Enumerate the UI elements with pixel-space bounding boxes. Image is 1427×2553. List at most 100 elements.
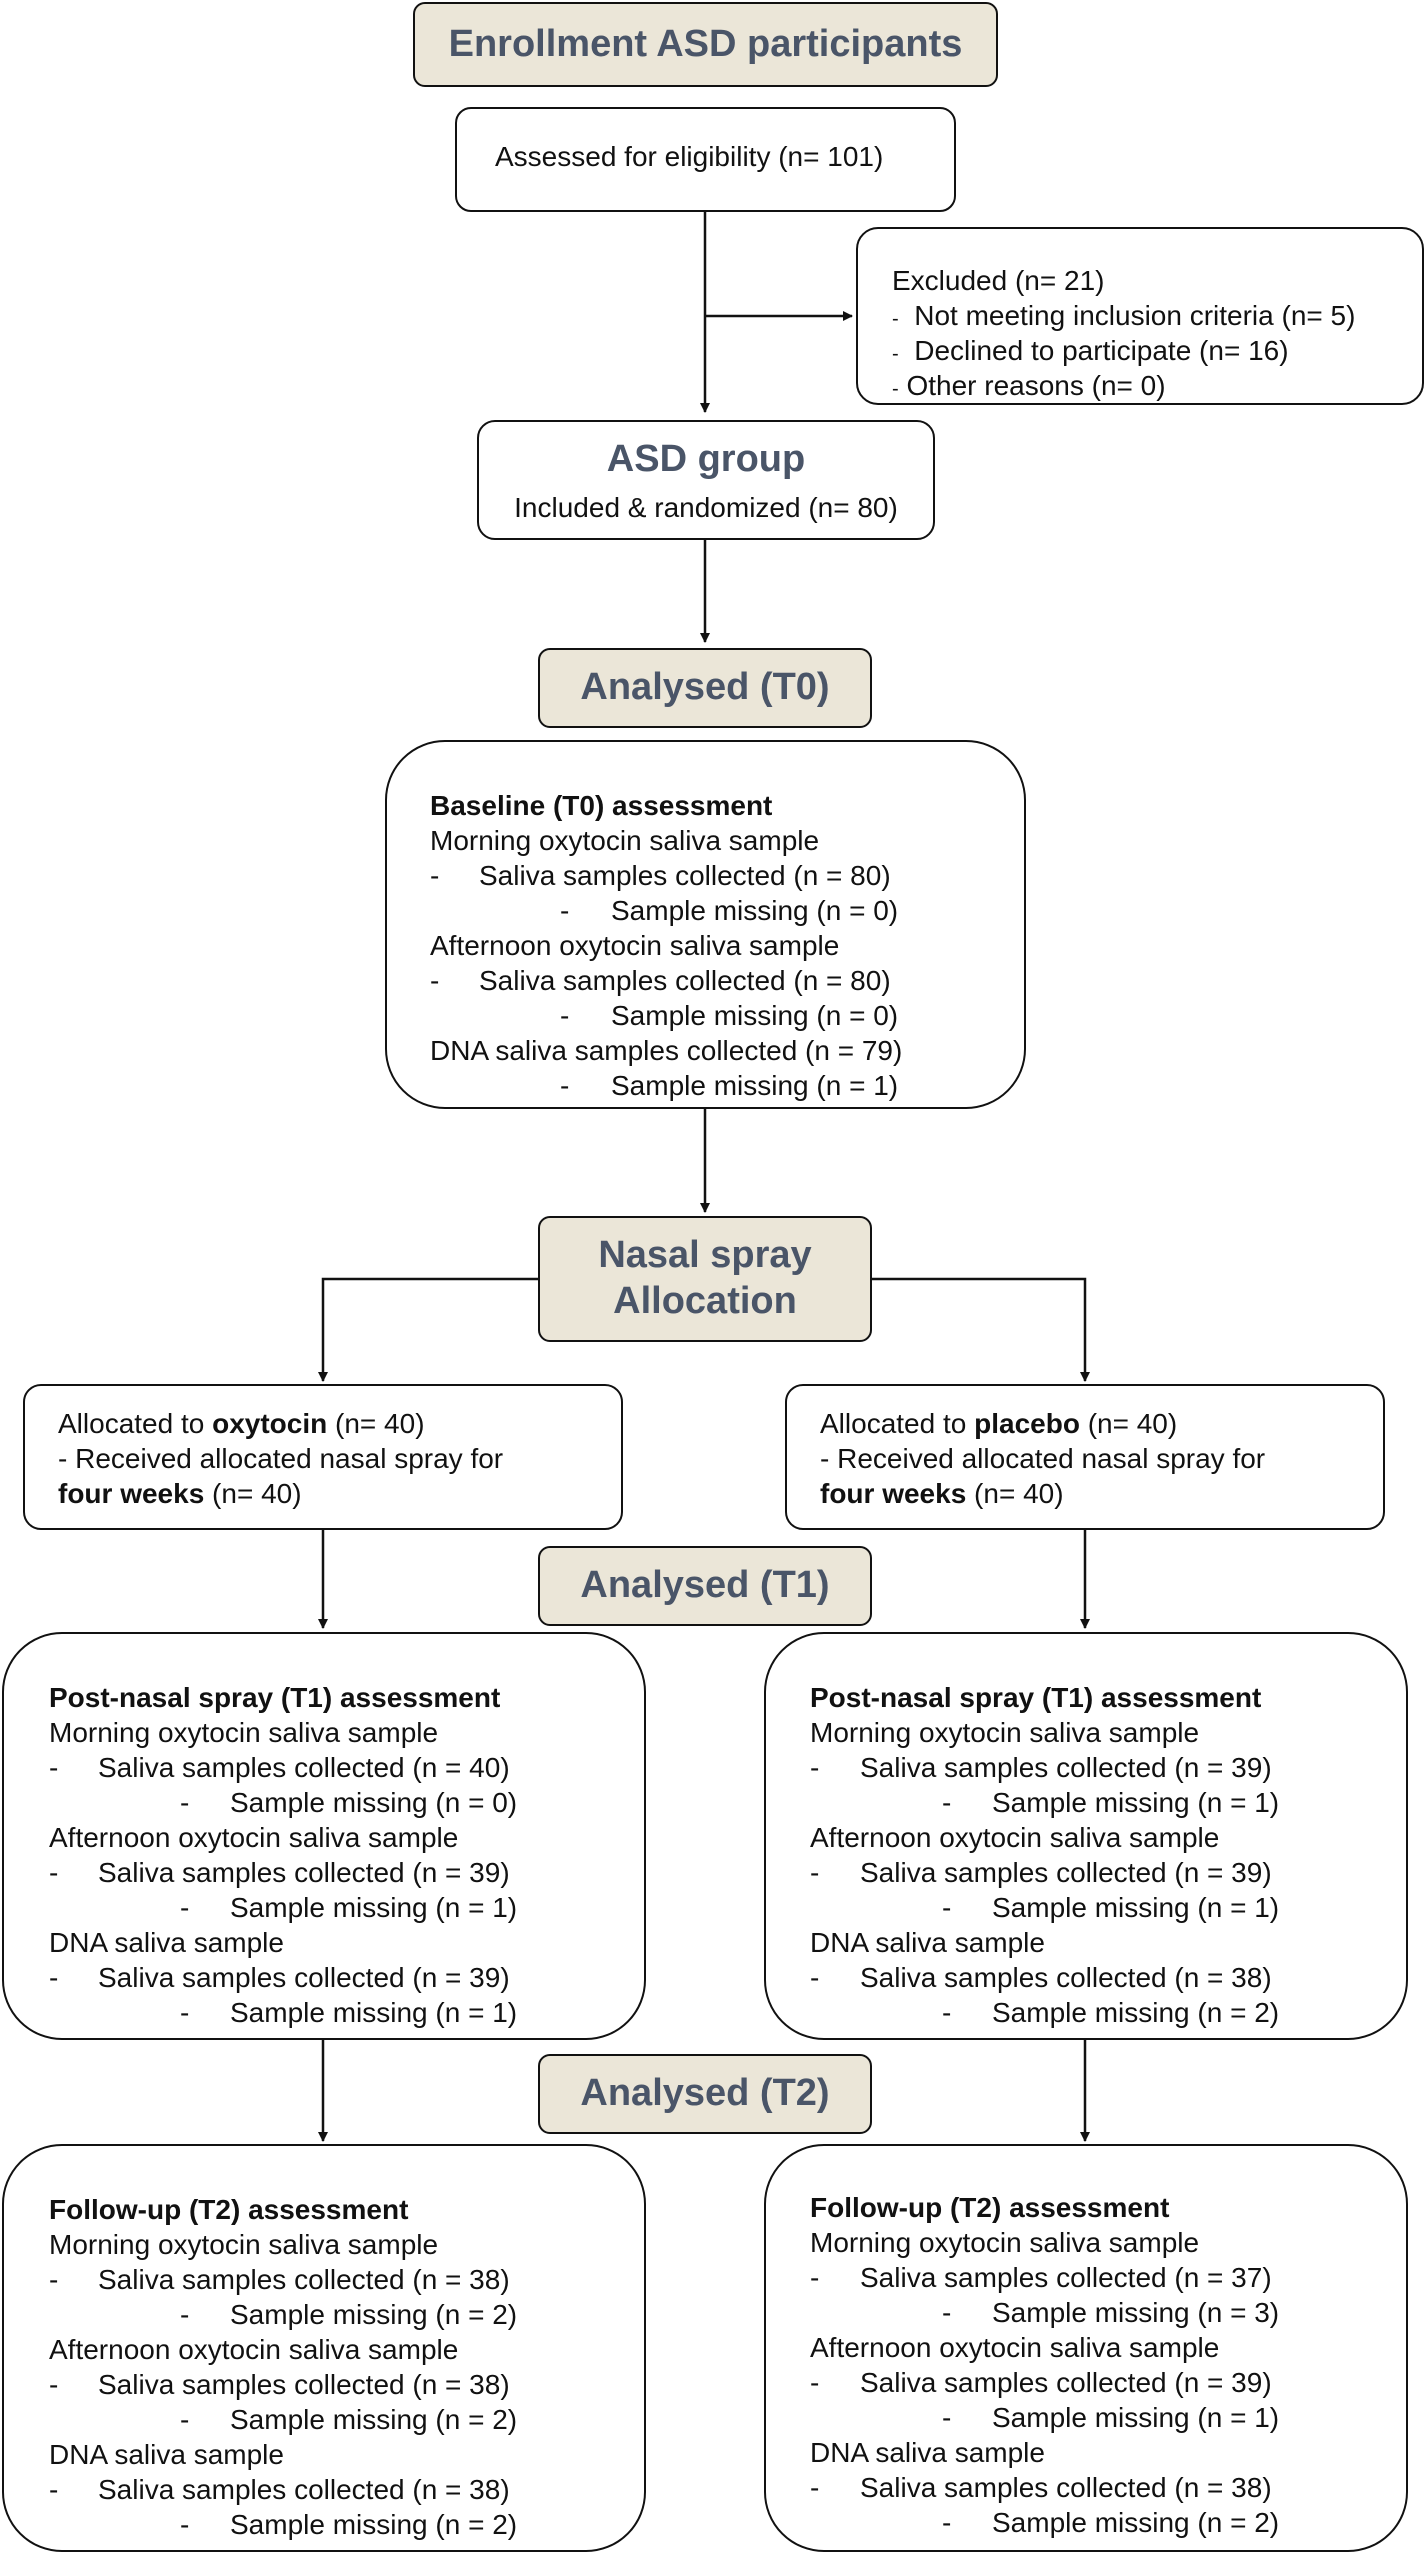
oxytocin-t2-line: Sample missing (n = 2) <box>230 2299 518 2330</box>
excluded-item: - Not meeting inclusion criteria (n= 5) <box>892 300 1356 331</box>
allocation-header: Nasal spray Allocation <box>538 1216 872 1342</box>
oxytocin-t2-title: Follow-up (T2) assessment <box>49 2194 409 2225</box>
placebo-t1-box: Post-nasal spray (T1) assessment Morning… <box>764 1632 1408 2040</box>
placebo-t1-line: Sample missing (n = 1) <box>992 1787 1280 1818</box>
oxytocin-t1-line: Saliva samples collected (n = 40) <box>98 1752 510 1783</box>
asd-group-box: ASD group Included & randomized (n= 80) <box>477 420 935 540</box>
oxytocin-arm-box: Allocated to oxytocin (n= 40) - Received… <box>23 1384 623 1530</box>
placebo-t1-line: DNA saliva sample <box>810 1927 1045 1958</box>
oxytocin-t1-line: - <box>49 1857 59 1888</box>
placebo-t2-line: Sample missing (n = 1) <box>992 2402 1280 2433</box>
placebo-t2-line: Sample missing (n = 2) <box>992 2507 1280 2538</box>
allocation-title-line1: Nasal spray <box>598 1234 812 1277</box>
oxytocin-t2-line: - <box>49 2264 59 2295</box>
placebo-t1-title: Post-nasal spray (T1) assessment <box>810 1682 1262 1713</box>
baseline-line: Afternoon oxytocin saliva sample <box>430 930 840 961</box>
baseline-line: - <box>430 965 440 996</box>
oxytocin-t1-line: - <box>49 1752 59 1783</box>
placebo-arm-box: Allocated to placebo (n= 40) - Received … <box>785 1384 1385 1530</box>
placebo-arm-line: four weeks (n= 40) <box>820 1478 1064 1509</box>
placebo-t1-line: - <box>810 1752 820 1783</box>
oxytocin-t1-line: Sample missing (n = 1) <box>230 1892 518 1923</box>
placebo-t1-line: - <box>810 1962 820 1993</box>
oxytocin-t2-line: Sample missing (n = 2) <box>230 2509 518 2540</box>
placebo-t2-box: Follow-up (T2) assessment Morning oxytoc… <box>764 2144 1408 2552</box>
oxytocin-arm-line: - Received allocated nasal spray for <box>58 1443 504 1474</box>
asd-group-title: ASD group <box>606 438 806 480</box>
oxytocin-t1-line: Afternoon oxytocin saliva sample <box>49 1822 459 1853</box>
oxytocin-t1-line: - <box>180 1787 190 1818</box>
placebo-t2-line: Afternoon oxytocin saliva sample <box>810 2332 1220 2363</box>
eligibility-text: Assessed for eligibility (n= 101) <box>495 141 884 172</box>
baseline-line: Saliva samples collected (n = 80) <box>479 860 891 891</box>
placebo-arm-line: Allocated to placebo (n= 40) <box>820 1408 1178 1439</box>
placebo-t2-line: - <box>810 2262 820 2293</box>
placebo-t1-line: Saliva samples collected (n = 39) <box>860 1857 1272 1888</box>
analysed-t2-title: Analysed (T2) <box>580 2072 830 2115</box>
asd-group-subtitle: Included & randomized (n= 80) <box>514 492 898 523</box>
placebo-t1-line: - <box>942 1787 952 1818</box>
oxytocin-t2-line: DNA saliva sample <box>49 2439 284 2470</box>
oxytocin-t2-line: - <box>180 2404 190 2435</box>
baseline-box: Baseline (T0) assessment Morning oxytoci… <box>385 740 1026 1109</box>
baseline-line: Sample missing (n = 1) <box>611 1070 899 1101</box>
placebo-t2-line: - <box>942 2402 952 2433</box>
baseline-line: Saliva samples collected (n = 80) <box>479 965 891 996</box>
excluded-item: - Declined to participate (n= 16) <box>892 335 1289 366</box>
enrollment-title: Enrollment ASD participants <box>448 22 963 65</box>
oxytocin-arm-line: four weeks (n= 40) <box>58 1478 302 1509</box>
placebo-arm-line: - Received allocated nasal spray for <box>820 1443 1266 1474</box>
baseline-line: DNA saliva samples collected (n = 79) <box>430 1035 903 1066</box>
placebo-t2-line: Saliva samples collected (n = 38) <box>860 2472 1272 2503</box>
oxytocin-t1-line: Saliva samples collected (n = 39) <box>98 1857 510 1888</box>
baseline-line: Morning oxytocin saliva sample <box>430 825 820 856</box>
placebo-t1-line: Saliva samples collected (n = 39) <box>860 1752 1272 1783</box>
oxytocin-t2-line: Afternoon oxytocin saliva sample <box>49 2334 459 2365</box>
oxytocin-t1-box: Post-nasal spray (T1) assessment Morning… <box>2 1632 646 2040</box>
oxytocin-t1-line: Saliva samples collected (n = 39) <box>98 1962 510 1993</box>
oxytocin-t2-line: - <box>180 2509 190 2540</box>
analysed-t0-title: Analysed (T0) <box>580 666 830 709</box>
oxytocin-t2-box: Follow-up (T2) assessment Morning oxytoc… <box>2 2144 646 2552</box>
placebo-t2-line: Saliva samples collected (n = 39) <box>860 2367 1272 2398</box>
allocation-title-line2: Allocation <box>613 1280 797 1322</box>
placebo-t2-line: DNA saliva sample <box>810 2437 1045 2468</box>
oxytocin-t1-line: Sample missing (n = 1) <box>230 1997 518 2028</box>
placebo-t2-line: - <box>942 2507 952 2538</box>
baseline-title: Baseline (T0) assessment <box>430 790 773 821</box>
oxytocin-arm-line: Allocated to oxytocin (n= 40) <box>58 1408 425 1439</box>
analysed-t0-header: Analysed (T0) <box>538 648 872 728</box>
oxytocin-t2-line: Saliva samples collected (n = 38) <box>98 2369 510 2400</box>
oxytocin-t2-line: Saliva samples collected (n = 38) <box>98 2474 510 2505</box>
analysed-t1-title: Analysed (T1) <box>580 1564 830 1607</box>
baseline-line: Sample missing (n = 0) <box>611 895 899 926</box>
excluded-item: - Other reasons (n= 0) <box>892 370 1166 401</box>
oxytocin-t1-line: - <box>180 1997 190 2028</box>
placebo-t1-line: Morning oxytocin saliva sample <box>810 1717 1200 1748</box>
oxytocin-t2-line: Morning oxytocin saliva sample <box>49 2229 439 2260</box>
oxytocin-t1-line: Sample missing (n = 0) <box>230 1787 518 1818</box>
arrow-allocation-to-placebo <box>872 1277 1090 1382</box>
oxytocin-t1-line: - <box>180 1892 190 1923</box>
baseline-line: - <box>560 1000 570 1031</box>
enrollment-header: Enrollment ASD participants <box>413 2 998 87</box>
placebo-t2-line: Morning oxytocin saliva sample <box>810 2227 1200 2258</box>
placebo-t1-line: - <box>942 1997 952 2028</box>
placebo-t1-line: Sample missing (n = 2) <box>992 1997 1280 2028</box>
oxytocin-t2-line: Sample missing (n = 2) <box>230 2404 518 2435</box>
oxytocin-t1-line: - <box>49 1962 59 1993</box>
oxytocin-t2-line: Saliva samples collected (n = 38) <box>98 2264 510 2295</box>
placebo-t2-line: - <box>810 2472 820 2503</box>
baseline-line: - <box>430 860 440 891</box>
analysed-t1-header: Analysed (T1) <box>538 1546 872 1626</box>
placebo-t1-line: - <box>942 1892 952 1923</box>
placebo-t1-line: - <box>810 1857 820 1888</box>
oxytocin-t1-title: Post-nasal spray (T1) assessment <box>49 1682 501 1713</box>
placebo-t2-line: - <box>942 2297 952 2328</box>
placebo-t2-line: - <box>810 2367 820 2398</box>
arrow-allocation-to-oxytocin <box>318 1277 538 1382</box>
baseline-line: - <box>560 895 570 926</box>
eligibility-box: Assessed for eligibility (n= 101) <box>455 107 956 212</box>
oxytocin-t2-line: - <box>49 2369 59 2400</box>
